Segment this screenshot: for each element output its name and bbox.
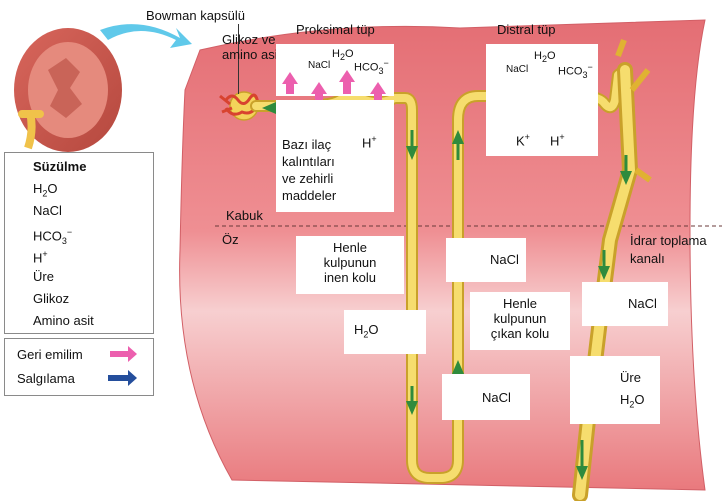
ilac-box: H+ Bazı ilaç kalıntıları ve zehirli madd… bbox=[276, 100, 394, 212]
ure-label: Üre bbox=[620, 370, 641, 385]
h2o-medulla-label: H2O bbox=[354, 322, 379, 340]
kidney-illustration bbox=[14, 28, 122, 152]
amino-line: amino asit bbox=[222, 47, 282, 62]
ilac-line-3: ve zehirli bbox=[282, 171, 334, 186]
henle-inen-line-1: Henle bbox=[333, 240, 367, 255]
suzulme-box: Süzülme H2O NaCl HCO3− H+ Üre Glikoz Ami… bbox=[4, 152, 154, 334]
proksimal-nacl: NaCl bbox=[308, 60, 331, 71]
henle-cikan-line-2: kulpunun bbox=[493, 311, 547, 326]
distral-h-plus: H+ bbox=[550, 132, 565, 149]
suzulme-h-plus: H+ bbox=[33, 249, 48, 266]
proksimal-box: H2O NaCl HCO3− bbox=[276, 44, 394, 96]
henle-cikan-box: Henle kulpunun çıkan kolu bbox=[470, 292, 570, 350]
legend-geri: Geri emilim bbox=[17, 347, 83, 362]
idrar-label: İdrar toplama kanalı bbox=[630, 232, 707, 268]
proksimal-h2o: H2O bbox=[332, 48, 354, 63]
suzulme-title: Süzülme bbox=[33, 159, 87, 174]
henle-inen-line-2: kulpunun bbox=[323, 255, 377, 270]
glikoz-amino-label: Glikoz ve amino asit bbox=[222, 32, 281, 62]
idrar-line-2: kanalı bbox=[630, 251, 665, 266]
suzulme-hco3: HCO3− bbox=[33, 227, 73, 246]
distral-h2o: H2O bbox=[534, 50, 556, 65]
nacl-box-3: NaCl bbox=[582, 282, 668, 326]
henle-inen-line-3: inen kolu bbox=[323, 270, 377, 285]
glikoz-line: Glikoz ve bbox=[222, 32, 276, 47]
distral-box: H2O NaCl HCO3− K+ H+ bbox=[486, 44, 598, 156]
nacl-box-2: NaCl bbox=[442, 374, 530, 420]
oz-label: Öz bbox=[222, 232, 239, 247]
henle-cikan-line-3: çıkan kolu bbox=[490, 326, 550, 341]
bowman-label: Bowman kapsülü bbox=[146, 8, 245, 23]
distral-k-plus: K+ bbox=[516, 132, 530, 149]
ilac-line-4: maddeler bbox=[282, 188, 337, 203]
nacl-2-label: NaCl bbox=[482, 390, 511, 405]
nacl-3-label: NaCl bbox=[628, 296, 657, 311]
legend-salgi: Salgılama bbox=[17, 371, 75, 386]
suzulme-ure: Üre bbox=[33, 269, 54, 284]
h2o-2-label: H2O bbox=[620, 392, 645, 410]
h2o-box: H2O bbox=[344, 310, 426, 354]
arrow-legend-box: Geri emilim Salgılama bbox=[4, 338, 154, 396]
ilac-line-2: kalıntıları bbox=[282, 154, 335, 169]
idrar-line-1: İdrar toplama bbox=[630, 233, 707, 248]
henle-cikan-line-1: Henle bbox=[503, 296, 537, 311]
distral-hco3: HCO3− bbox=[558, 62, 593, 80]
nacl-box-1: NaCl bbox=[446, 238, 526, 282]
henle-inen-box: Henle kulpunun inen kolu bbox=[296, 236, 404, 294]
suzulme-nacl: NaCl bbox=[33, 203, 62, 218]
flow-arrows bbox=[262, 102, 632, 480]
ilac-line-1: Bazı ilaç bbox=[282, 137, 332, 152]
ilac-text: Bazı ilaç kalıntıları ve zehirli maddele… bbox=[282, 136, 336, 204]
nacl-1-label: NaCl bbox=[490, 252, 519, 267]
suzulme-h2o: H2O bbox=[33, 181, 58, 199]
proksimal-h-plus: H+ bbox=[362, 134, 377, 151]
bowman-pointer bbox=[238, 24, 239, 94]
suzulme-glikoz: Glikoz bbox=[33, 291, 70, 306]
suzulme-amino: Amino asit bbox=[33, 313, 94, 328]
kabuk-label: Kabuk bbox=[226, 208, 263, 223]
proksimal-hco3: HCO3− bbox=[354, 58, 389, 76]
proksimal-label: Proksimal tüp bbox=[296, 22, 375, 37]
ure-h2o-box: Üre H2O bbox=[570, 356, 660, 424]
distral-nacl: NaCl bbox=[506, 64, 529, 75]
distral-label: Distral tüp bbox=[497, 22, 556, 37]
zoom-arrow bbox=[100, 24, 192, 48]
